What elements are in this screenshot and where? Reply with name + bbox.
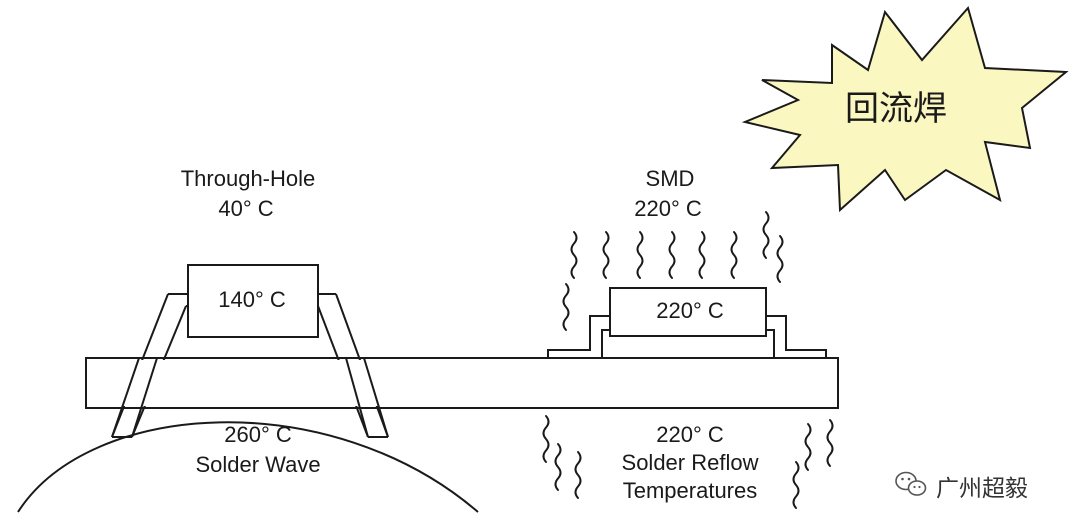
burst-text: 回流焊 xyxy=(845,89,947,129)
heat-wave-line xyxy=(826,419,834,467)
heat-wave-line xyxy=(668,231,676,279)
heat-wave-line xyxy=(562,283,570,331)
solder-wave-label: Solder Wave xyxy=(195,452,320,477)
watermark-text: 广州超毅 xyxy=(936,476,1028,502)
reflow-label-line2: Temperatures xyxy=(623,478,758,503)
heat-wave-line xyxy=(570,231,578,279)
reflow-label-line1: Solder Reflow xyxy=(622,450,759,475)
heat-wave-line xyxy=(792,461,800,509)
heat-wave-line xyxy=(554,443,562,491)
heat-wave-line xyxy=(636,231,644,279)
through-hole-component-temp: 140° C xyxy=(218,287,286,312)
through-hole-title: Through-Hole xyxy=(181,166,316,191)
heat-wave-lines xyxy=(542,211,834,509)
smd-component xyxy=(609,287,767,337)
through-hole-component xyxy=(187,264,319,338)
heat-wave-line xyxy=(574,451,582,499)
reflow-temp: 220° C xyxy=(656,422,724,447)
wechat-icon xyxy=(895,471,927,496)
smd-leads xyxy=(547,315,827,358)
heat-wave-line xyxy=(602,231,610,279)
solder-wave-arc xyxy=(17,421,479,513)
heat-wave-line xyxy=(804,423,812,471)
smd-ambient-temp: 220° C xyxy=(634,196,702,221)
reflow-burst-shape xyxy=(741,5,1069,213)
heat-wave-line xyxy=(776,235,784,283)
through-hole-ambient-temp: 40° C xyxy=(218,196,273,221)
heat-wave-line xyxy=(730,231,738,279)
heat-wave-line xyxy=(698,231,706,279)
heat-wave-line xyxy=(762,211,770,259)
heat-wave-line xyxy=(542,415,550,463)
smd-title: SMD xyxy=(646,166,695,191)
solder-wave-temp: 260° C xyxy=(224,422,292,447)
watermark: 广州超毅 xyxy=(895,471,1028,502)
smd-component-temp: 220° C xyxy=(656,298,724,323)
